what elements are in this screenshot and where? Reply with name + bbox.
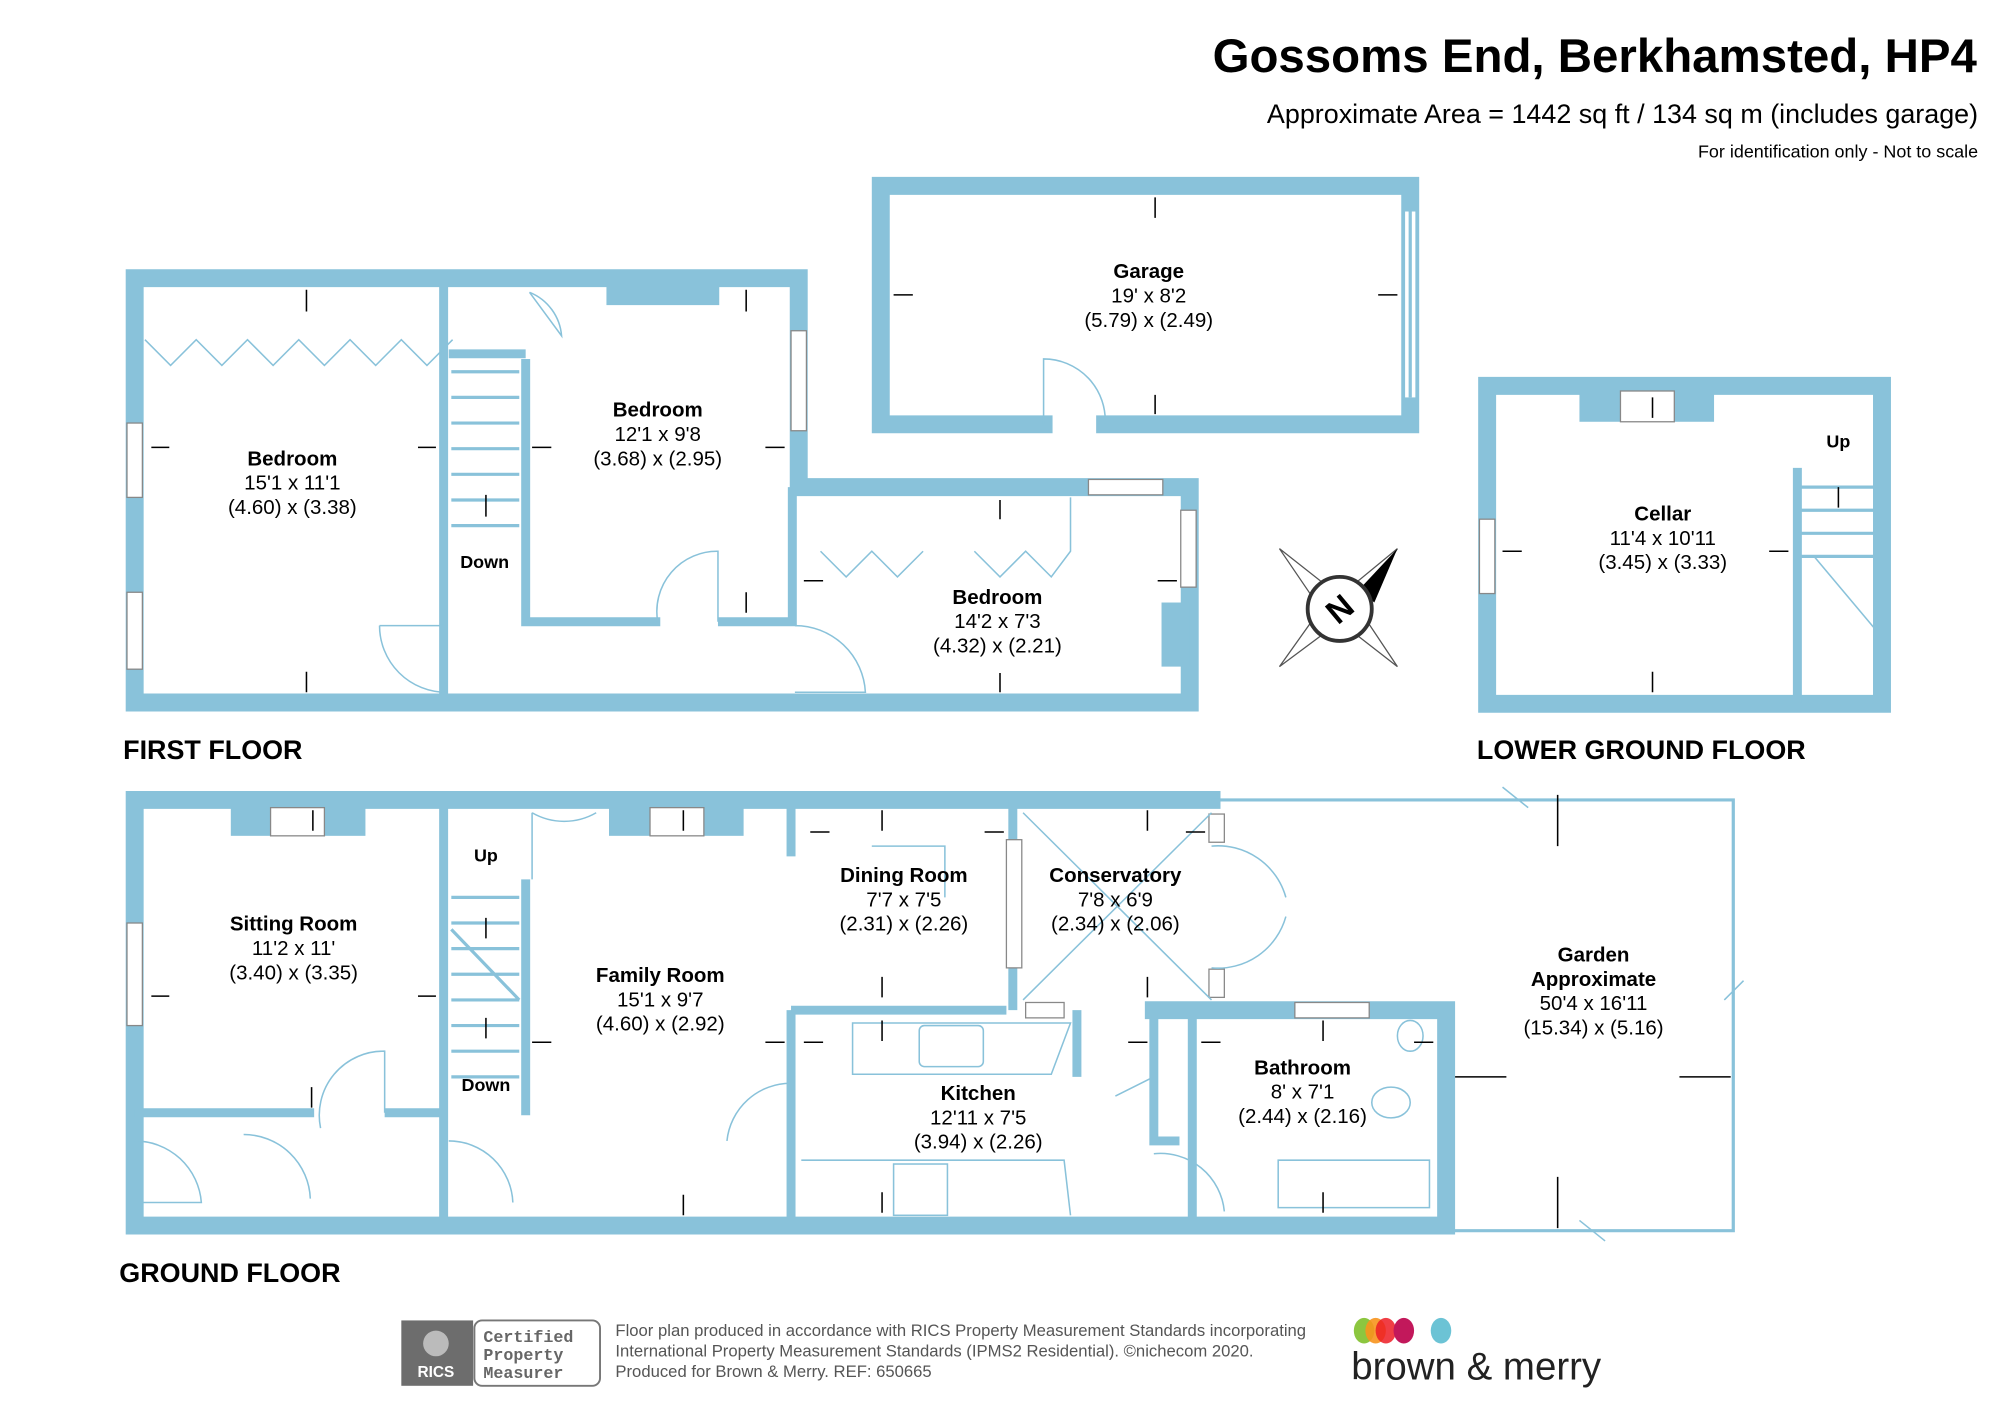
page-title: Gossoms End, Berkhamsted, HP4 — [1213, 30, 1978, 83]
badge-line: Measurer — [483, 1365, 563, 1384]
room-size-metric: (15.34) x (5.16) — [1523, 1017, 1663, 1040]
room-name: Garden — [1558, 943, 1630, 966]
room-size-imperial: 15'1 x 9'7 — [617, 988, 703, 1011]
room-size-metric: (2.34) x (2.06) — [1051, 913, 1180, 936]
room-size-metric: (3.40) x (3.35) — [229, 961, 358, 984]
room-name: Dining Room — [840, 864, 968, 887]
scale-note: For identification only - Not to scale — [1698, 142, 1978, 162]
footer-text: International Property Measurement Stand… — [615, 1341, 1253, 1360]
room-size-metric: (4.60) x (3.38) — [228, 496, 357, 519]
room-size-imperial: 50'4 x 16'11 — [1540, 992, 1648, 1015]
room-size-imperial: 7'7 x 7'5 — [866, 888, 941, 911]
room-name: Sitting Room — [230, 913, 358, 936]
room-size-metric: (5.79) x (2.49) — [1084, 309, 1213, 332]
rics-badge: RICS Certified Property Measurer — [401, 1319, 601, 1387]
room-size-imperial: 7'8 x 6'9 — [1078, 888, 1153, 911]
room-size-imperial: 11'4 x 10'11 — [1610, 527, 1716, 550]
stair-label: Down — [462, 1075, 511, 1095]
room-name: Conservatory — [1049, 864, 1182, 887]
compass-icon: N — [1278, 548, 1398, 668]
room-size-metric: (4.32) x (2.21) — [933, 635, 1062, 658]
stair-label: Up — [1826, 431, 1850, 451]
floor-label: GROUND FLOOR — [119, 1258, 340, 1288]
rics-mark: RICS — [418, 1364, 455, 1381]
room-size-metric: (4.60) x (2.92) — [596, 1013, 725, 1036]
room-size-imperial: 14'2 x 7'3 — [954, 610, 1040, 633]
lower-ground-floor-plan: Cellar 11'4 x 10'11 (3.45) x (3.33) Up L… — [1477, 376, 1891, 765]
room-name-suffix: Approximate — [1531, 968, 1656, 991]
room-size-imperial: 12'1 x 9'8 — [614, 423, 700, 446]
floor-label: FIRST FLOOR — [123, 735, 302, 765]
room-size-metric: (3.68) x (2.95) — [593, 447, 722, 470]
room-name: Bedroom — [613, 399, 703, 422]
room-size-imperial: 15'1 x 11'1 — [244, 472, 340, 495]
ground-floor-plan: Sitting Room 11'2 x 11' (3.40) x (3.35) … — [119, 786, 1745, 1288]
room-name: Bedroom — [247, 447, 337, 470]
brown-merry-logo: brown & merry — [1351, 1317, 1602, 1388]
room-size-metric: (3.94) x (2.26) — [914, 1131, 1043, 1154]
room-size-imperial: 19' x 8'2 — [1111, 285, 1186, 308]
room-name: Garage — [1113, 260, 1184, 283]
room-name: Family Room — [596, 964, 725, 987]
room-size-metric: (2.31) x (2.26) — [839, 913, 968, 936]
floor-label: LOWER GROUND FLOOR — [1477, 735, 1806, 765]
room-name: Kitchen — [941, 1082, 1016, 1105]
badge-line: Property — [483, 1347, 563, 1366]
room-size-metric: (3.45) x (3.33) — [1598, 551, 1727, 574]
room-size-metric: (2.44) x (2.16) — [1238, 1105, 1367, 1128]
stair-label: Up — [474, 845, 498, 865]
footer-text: Floor plan produced in accordance with R… — [615, 1321, 1306, 1340]
garage-plan: Garage 19' x 8'2 (5.79) x (2.49) — [871, 176, 1420, 434]
stair-label: Down — [460, 552, 509, 572]
room-name: Bedroom — [952, 586, 1042, 609]
room-size-imperial: 8' x 7'1 — [1271, 1081, 1335, 1104]
room-name: Bathroom — [1254, 1056, 1351, 1079]
badge-line: Certified — [483, 1329, 573, 1348]
room-size-imperial: 12'11 x 7'5 — [930, 1106, 1026, 1129]
footer-text: Produced for Brown & Merry. REF: 650665 — [615, 1362, 931, 1381]
room-size-imperial: 11'2 x 11' — [252, 937, 335, 960]
room-name: Cellar — [1634, 502, 1691, 525]
logo-text: brown & merry — [1351, 1345, 1602, 1388]
approximate-area: Approximate Area = 1442 sq ft / 134 sq m… — [1267, 99, 1978, 129]
first-floor-plan: Bedroom 15'1 x 11'1 (4.60) x (3.38) Bedr… — [123, 269, 1199, 765]
